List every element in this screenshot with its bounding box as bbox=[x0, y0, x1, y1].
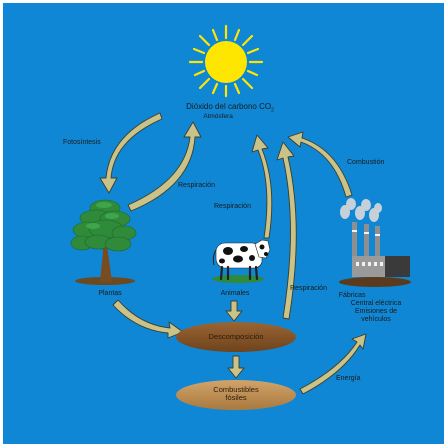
photosynthesis-arrow bbox=[99, 112, 163, 194]
decomposition-node bbox=[176, 322, 296, 352]
cow-icon bbox=[212, 239, 271, 283]
atmosphere-title: Dióxido del carbono CO2 bbox=[186, 102, 274, 114]
factories-line4: vehículos bbox=[361, 316, 391, 323]
photosynthesis-label: Fotosíntesis bbox=[63, 139, 101, 146]
atmosphere-subtitle: Atmósfera bbox=[203, 113, 233, 120]
decomposition-respiration-arrow bbox=[276, 141, 297, 320]
combustion-arrow bbox=[287, 131, 353, 198]
fossil-fuels-line1: Combustibles bbox=[213, 385, 259, 394]
energy-label: Energía bbox=[336, 375, 361, 382]
plants-to-decomposition-arrow bbox=[112, 299, 184, 339]
plant-respiration-label: Respiración bbox=[178, 182, 215, 189]
animals-label: Animales bbox=[220, 290, 250, 297]
sun-icon bbox=[188, 24, 264, 98]
plants-label: Plantas bbox=[98, 290, 122, 297]
factories-line1: Fábricas bbox=[338, 292, 366, 299]
tree-icon bbox=[70, 199, 137, 285]
decomposition-respiration-label: Respiración bbox=[290, 285, 327, 292]
fossil-fuels-line2: fósiles bbox=[225, 393, 247, 402]
factory-icon bbox=[339, 198, 411, 287]
energy-arrow bbox=[299, 333, 367, 395]
plant-respiration-arrow bbox=[127, 121, 202, 212]
fossil-fuels-node bbox=[176, 380, 296, 410]
factories-label: Fábricas Central eléctrica Emisiones de … bbox=[339, 292, 402, 324]
animal-respiration-arrow bbox=[251, 134, 273, 239]
co2-subscript: 2 bbox=[271, 107, 274, 114]
factories-line2: Central eléctrica bbox=[350, 300, 402, 307]
animal-respiration-label: Respiración bbox=[214, 203, 251, 210]
factories-line3: Emisiones de bbox=[354, 308, 398, 315]
decomposition-to-fossil-arrow bbox=[227, 355, 245, 379]
animals-to-decomposition-arrow bbox=[225, 300, 243, 322]
fossil-fuels-label: Combustibles fósiles bbox=[213, 386, 258, 402]
combustion-label: Combustión bbox=[347, 159, 385, 166]
decomposition-label: Descomposición bbox=[208, 332, 264, 341]
